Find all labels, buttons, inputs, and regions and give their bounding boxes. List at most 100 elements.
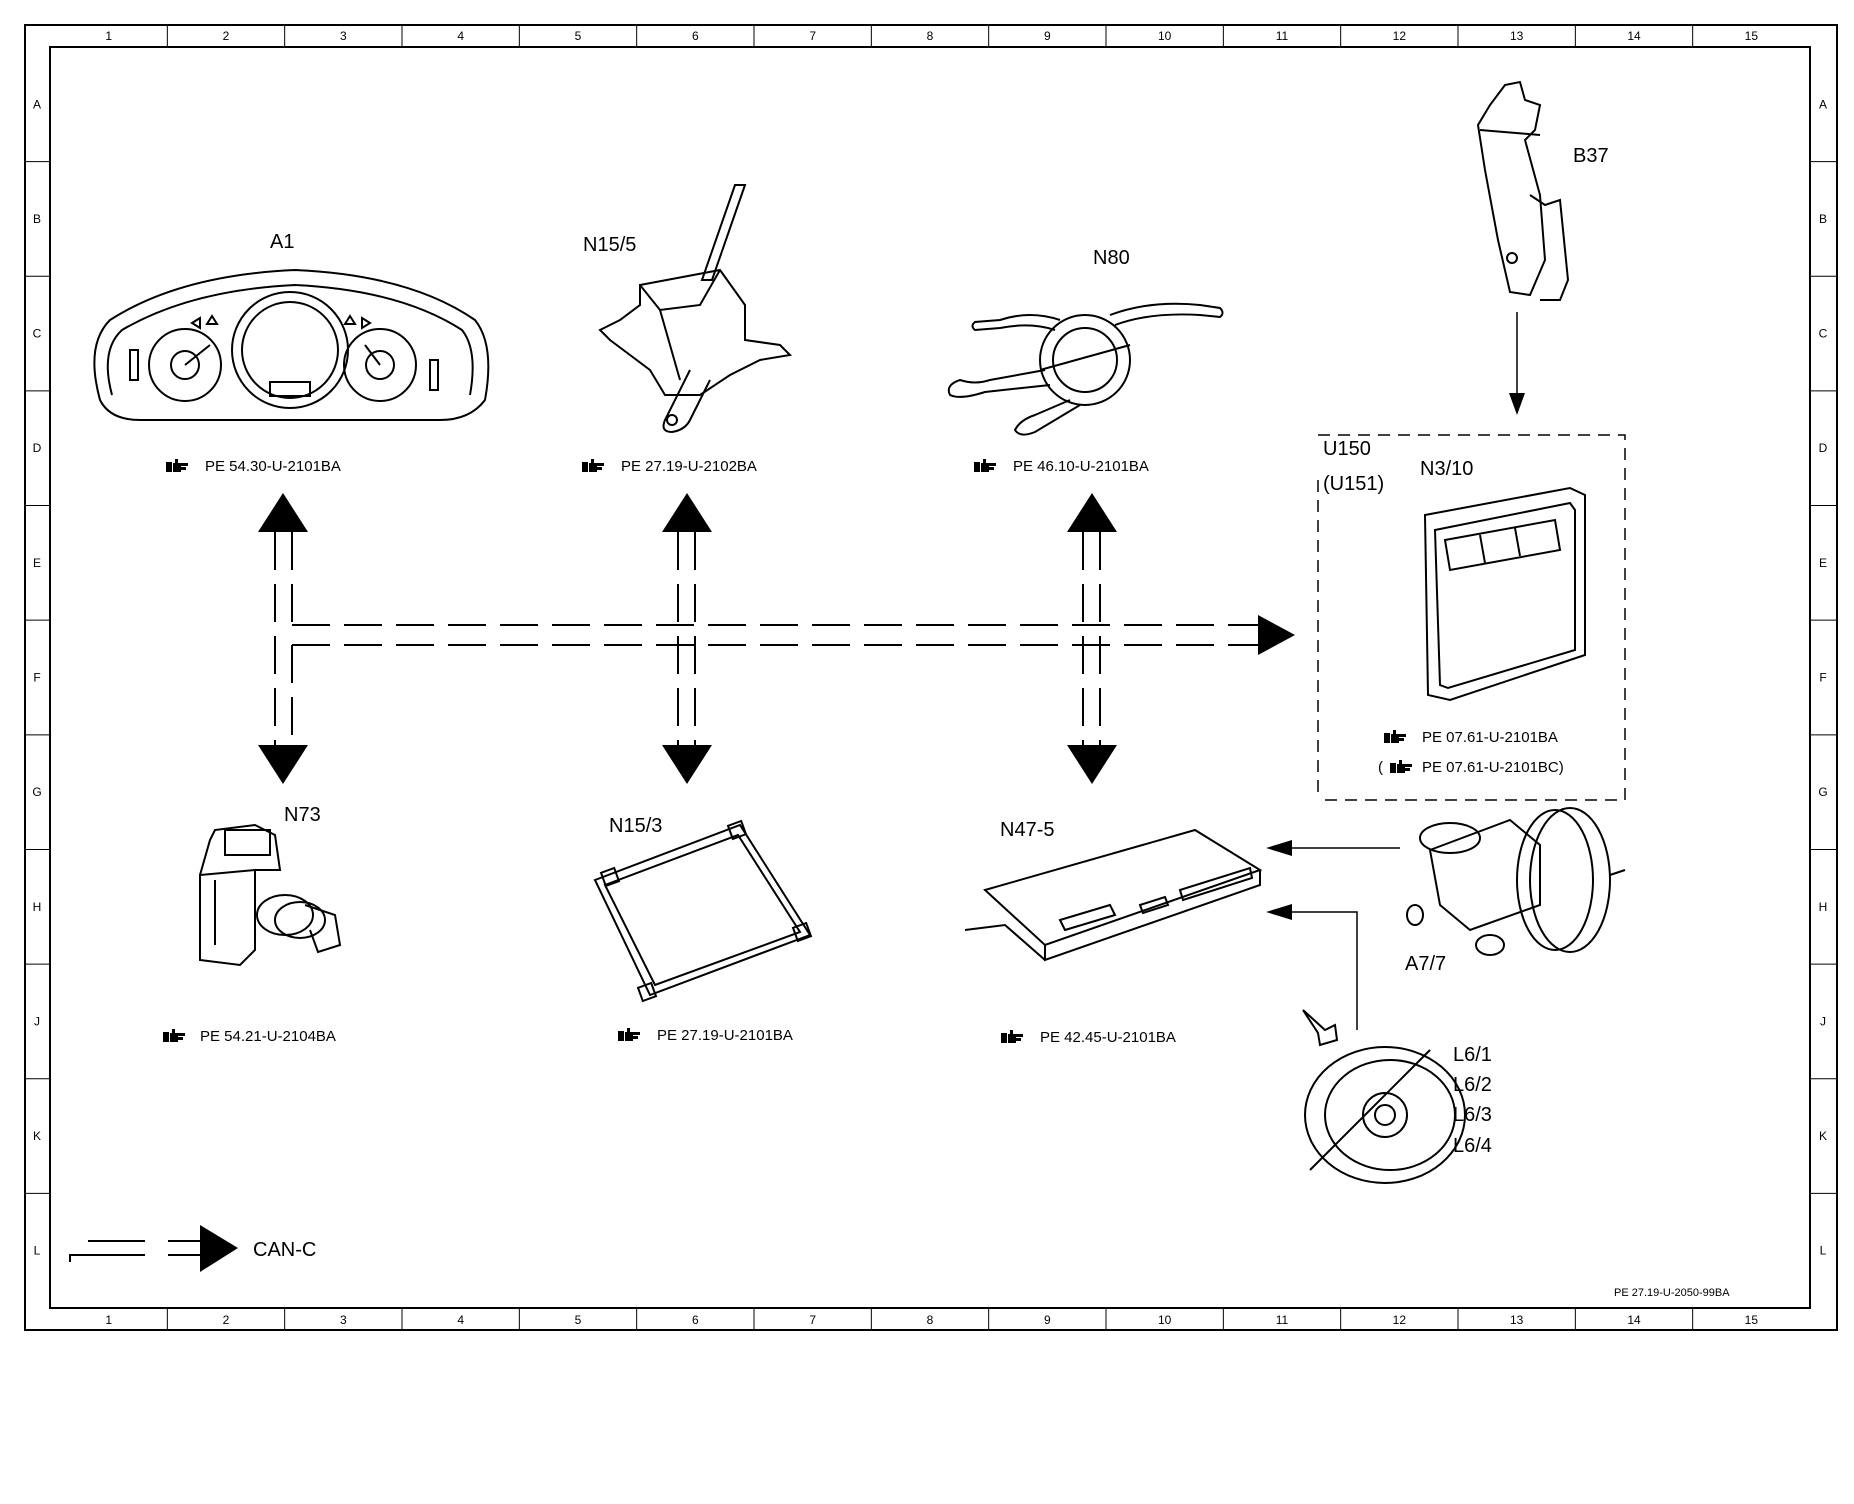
row-letter: G (1818, 785, 1827, 799)
row-labels-left: A B C D E F G H J K L (32, 97, 41, 1257)
column-number: 5 (575, 1313, 582, 1327)
row-letter: F (33, 671, 40, 685)
row-letter: E (1819, 556, 1827, 570)
component-label-n15-3: N15/3 (609, 815, 662, 837)
legend-label: CAN-C (253, 1239, 316, 1261)
pointing-hand-icon (163, 1029, 185, 1042)
component-label-n47-5: N47-5 (1000, 819, 1054, 841)
reference-n80: PE 46.10-U-2101BA (974, 458, 1149, 475)
row-letter: L (34, 1244, 41, 1258)
ignition-switch-drawing (199, 823, 342, 967)
gear-selector-drawing (598, 184, 793, 434)
row-letter: F (1819, 671, 1826, 685)
row-ruler (25, 161, 1837, 1194)
row-letter: E (33, 556, 41, 570)
transmission-control-unit-drawing (593, 819, 813, 1003)
component-label-l6-1: L6/1 (1453, 1044, 1492, 1066)
legend-arrowhead (200, 1225, 238, 1272)
reference-alt-prefix: ( (1378, 759, 1383, 776)
component-label-l6-2: L6/2 (1453, 1074, 1492, 1096)
reference-n15-5: PE 27.19-U-2102BA (582, 458, 757, 475)
column-number: 9 (1044, 1313, 1051, 1327)
reference-text-n15-5: PE 27.19-U-2102BA (621, 458, 757, 475)
column-number: 1 (105, 1313, 112, 1327)
reference-alt-text-n3-10: PE 07.61-U-2101BC) (1422, 759, 1564, 776)
l6-label-list: L6/1 L6/2 L6/3 L6/4 (1453, 1044, 1492, 1157)
pointing-hand-icon (974, 459, 996, 472)
column-number: 11 (1276, 1313, 1289, 1327)
row-letter: K (1819, 1129, 1827, 1143)
reference-text-n3-10: PE 07.61-U-2101BA (1422, 729, 1558, 746)
row-letter: C (1819, 327, 1828, 341)
row-letter: K (33, 1129, 41, 1143)
document-id: PE 27.19-U-2050-99BA (1614, 1287, 1730, 1299)
wheel-speed-sensor-drawing (1302, 1009, 1466, 1184)
column-number: 15 (1745, 29, 1759, 43)
row-letter: H (1819, 900, 1828, 914)
column-ruler (166, 25, 1694, 1330)
reference-n15-3: PE 27.19-U-2101BA (618, 1027, 793, 1044)
column-number: 11 (1276, 29, 1289, 43)
row-letter: G (32, 785, 41, 799)
component-label-n73: N73 (284, 804, 321, 826)
column-number: 3 (340, 1313, 347, 1327)
component-label-a1: A1 (270, 231, 294, 253)
pointing-hand-icon (582, 459, 604, 472)
column-number: 4 (457, 1313, 464, 1327)
instrument-cluster-drawing (93, 268, 490, 421)
column-number: 10 (1158, 1313, 1172, 1327)
row-letter: A (33, 97, 41, 111)
pointing-hand-icon (618, 1028, 640, 1041)
accelerator-pedal-drawing (1476, 80, 1570, 301)
pointing-hand-icon (166, 459, 188, 472)
reference-text-n15-3: PE 27.19-U-2101BA (657, 1027, 793, 1044)
reference-text-n73: PE 54.21-U-2104BA (200, 1028, 336, 1045)
reference-n47-5: PE 42.45-U-2101BA (1001, 1029, 1176, 1046)
brake-booster-drawing (1406, 807, 1626, 956)
engine-control-unit-drawing (1423, 486, 1586, 702)
outer-frame (24, 24, 1838, 1331)
reference-text-a1: PE 54.30-U-2101BA (205, 458, 341, 475)
column-number: 13 (1510, 1313, 1524, 1327)
inner-frame (49, 46, 1811, 1309)
signal-lines (1290, 312, 1518, 1030)
column-number: 14 (1627, 1313, 1641, 1327)
row-letter: L (1820, 1244, 1827, 1258)
column-number: 6 (692, 1313, 699, 1327)
component-label-l6-4: L6/4 (1453, 1135, 1492, 1157)
pointing-hand-icon (1001, 1030, 1023, 1043)
legend-line-lower (69, 1254, 145, 1262)
row-letter: D (33, 441, 42, 455)
row-letter: C (33, 327, 42, 341)
row-letter: H (33, 900, 42, 914)
row-letter: J (1820, 1014, 1826, 1028)
column-number: 3 (340, 29, 347, 43)
column-number: 10 (1158, 29, 1172, 43)
component-label-a7-7: A7/7 (1405, 953, 1446, 975)
row-letter: J (34, 1014, 40, 1028)
esp-control-unit-drawing (964, 828, 1263, 962)
column-number: 13 (1510, 29, 1524, 43)
column-number: 2 (223, 29, 230, 43)
reference-text-n80: PE 46.10-U-2101BA (1013, 458, 1149, 475)
column-number: 1 (105, 29, 112, 43)
reference-n3-10: PE 07.61-U-2101BA ( PE 07.61-U-2101BC) (1378, 729, 1564, 776)
pointing-hand-icon (1384, 730, 1406, 743)
component-label-n3-10: N3/10 (1420, 458, 1473, 480)
column-number: 12 (1393, 1313, 1407, 1327)
row-letter: B (33, 212, 41, 226)
column-number: 12 (1393, 29, 1407, 43)
column-number: 7 (809, 29, 816, 43)
component-label-l6-3: L6/3 (1453, 1104, 1492, 1126)
column-number: 15 (1745, 1313, 1759, 1327)
pointing-hand-icon (1390, 760, 1412, 773)
column-number: 6 (692, 29, 699, 43)
column-number: 8 (927, 29, 934, 43)
signal-arrowheads (1266, 393, 1525, 920)
steering-column-module-drawing (947, 302, 1224, 436)
column-number: 8 (927, 1313, 934, 1327)
column-number: 4 (457, 29, 464, 43)
